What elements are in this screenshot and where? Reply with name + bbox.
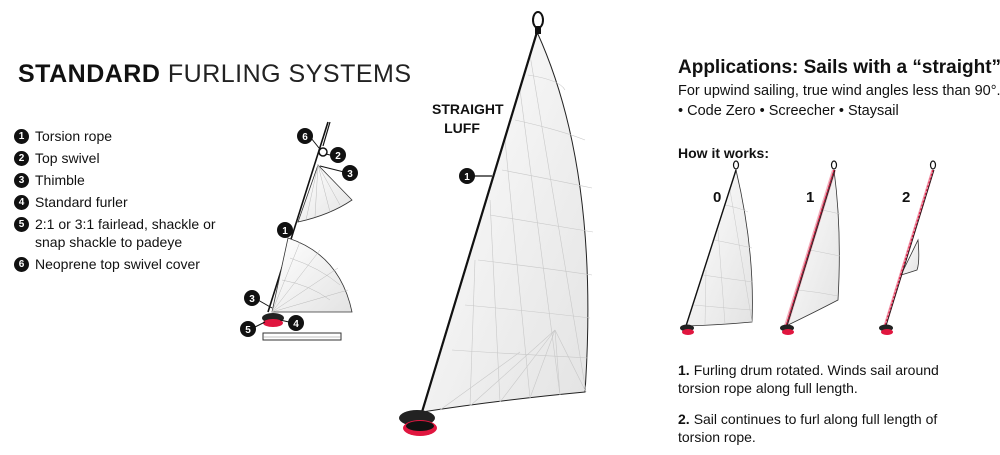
- callout-3-top: 3: [342, 165, 358, 181]
- legend-label: Neoprene top swivel cover: [35, 256, 200, 272]
- callout-5-label: 5: [245, 325, 251, 336]
- large-sail: [421, 30, 589, 413]
- step-1: 1.Furling drum rotated. Winds sail aroun…: [678, 361, 978, 397]
- legend-number: 5: [14, 217, 29, 232]
- detail-sail-lower: [271, 237, 353, 313]
- stage-0-sail: [680, 160, 754, 335]
- detail-sail-upper: [297, 164, 353, 223]
- legend-number: 4: [14, 195, 29, 210]
- stage-label-0: 0: [713, 189, 721, 206]
- callout-3-label: 3: [249, 294, 255, 305]
- callout-3-label: 3: [347, 169, 353, 180]
- legend-item: 4 Standard furler: [14, 193, 225, 211]
- straight-luff-label: STRAIGHT LUFF: [432, 100, 504, 138]
- applications-line1: For upwind sailing, true wind angles les…: [678, 83, 1000, 99]
- callout-6-label: 6: [302, 132, 308, 143]
- legend-number: 6: [14, 257, 29, 272]
- callout-2-label: 2: [335, 151, 341, 162]
- applications-line2: • Code Zero • Screecher • Staysail: [678, 103, 899, 119]
- legend-item: 2 Top swivel: [14, 149, 225, 167]
- legend-number: 1: [14, 129, 29, 144]
- straight-luff-line: [420, 31, 539, 413]
- legend-number: 2: [14, 151, 29, 166]
- legend-label: Torsion rope: [35, 128, 113, 144]
- callout-5: 5: [240, 321, 256, 337]
- callout-1-label: 1: [282, 226, 288, 237]
- callout-4: 4: [288, 315, 304, 331]
- straight-luff-line1: STRAIGHT: [432, 101, 504, 117]
- legend-number: 3: [14, 173, 29, 188]
- large-sail-diagram: 1: [399, 11, 594, 436]
- stage-2-sail: [879, 160, 937, 335]
- callout-1-label: 1: [464, 172, 470, 183]
- stage-1-sail: [780, 160, 841, 335]
- applications-heading: Applications: Sails with a “straight” lu…: [678, 57, 1000, 78]
- step-2: 2.Sail continues to furl along full leng…: [678, 410, 978, 446]
- deck-plate: [262, 332, 342, 341]
- step-2-text: Sail continues to furl along full length…: [678, 411, 938, 445]
- callout-6: 6: [297, 128, 313, 144]
- page-title: STANDARD FURLING SYSTEMS: [18, 60, 412, 89]
- legend: 1 Torsion rope 2 Top swivel 3 Thimble 4 …: [14, 127, 225, 277]
- legend-label: Thimble: [35, 172, 85, 188]
- callout-1-large: 1: [459, 168, 475, 184]
- callout-4-label: 4: [293, 319, 299, 330]
- detail-diagram: 6 2 3 1 3 4 5: [240, 121, 358, 341]
- legend-item: 5 2:1 or 3:1 fairlead, shackle or snap s…: [14, 215, 225, 251]
- legend-label: Standard furler: [35, 194, 128, 210]
- top-swivel: [318, 147, 328, 157]
- title-light: FURLING SYSTEMS: [167, 60, 412, 88]
- callout-3-bottom: 3: [244, 290, 260, 306]
- how-it-works-heading: How it works:: [678, 145, 770, 161]
- legend-label: 2:1 or 3:1 fairlead, shackle or snap sha…: [35, 216, 216, 250]
- stage-label-1: 1: [806, 189, 814, 206]
- callout-1-detail: 1: [277, 222, 293, 238]
- legend-item: 6 Neoprene top swivel cover: [14, 255, 225, 273]
- step-1-number: 1.: [678, 362, 690, 378]
- legend-label: Top swivel: [35, 150, 100, 166]
- forestay-line: [267, 121, 329, 313]
- step-2-number: 2.: [678, 411, 690, 427]
- legend-item: 3 Thimble: [14, 171, 225, 189]
- stage-label-2: 2: [902, 189, 910, 206]
- step-1-text: Furling drum rotated. Winds sail around …: [678, 362, 939, 396]
- legend-item: 1 Torsion rope: [14, 127, 225, 145]
- callout-2: 2: [330, 147, 346, 163]
- top-swivel-large: [532, 11, 544, 29]
- sail-panel-lines: [439, 54, 594, 411]
- title-bold: STANDARD: [18, 60, 161, 88]
- straight-luff-line2: LUFF: [444, 120, 480, 136]
